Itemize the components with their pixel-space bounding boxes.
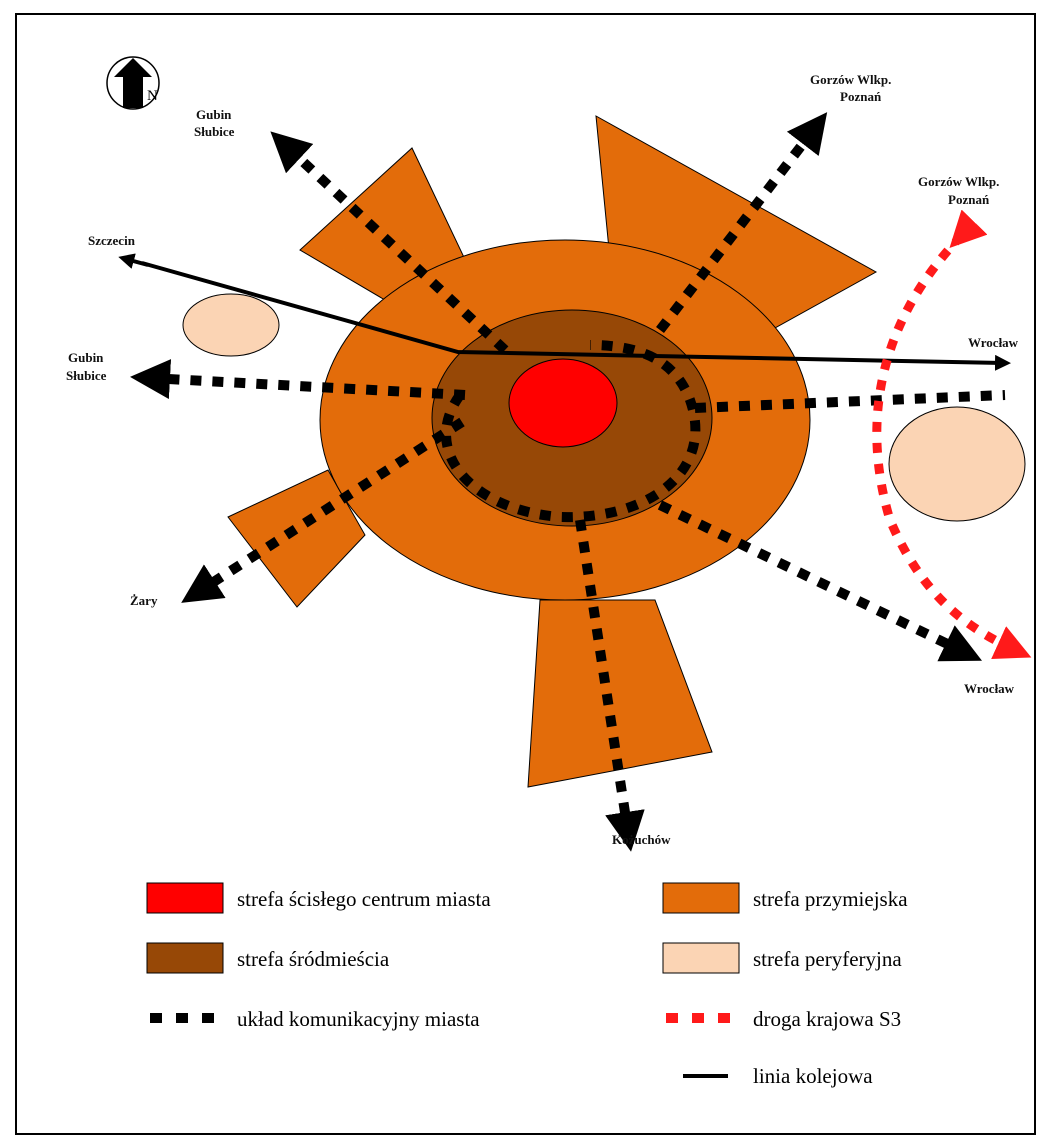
label-kozuchow: Kożuchów — [612, 832, 671, 847]
railway — [118, 253, 1011, 371]
label-gorzow-s3-1: Gorzów Wlkp. — [918, 174, 999, 189]
legend-swatch-suburban — [662, 882, 740, 914]
road-to-kozuchow — [575, 519, 645, 852]
road-network — [130, 112, 1006, 852]
north-arrow: N — [106, 56, 160, 110]
legend-label-s3: droga krajowa S3 — [753, 1007, 901, 1031]
peripheral-zone-west — [182, 293, 280, 357]
inner-ring-road — [441, 340, 701, 523]
label-wroclaw-s3: Wrocław — [964, 681, 1015, 696]
suburban-wedge-s — [527, 599, 713, 788]
label-gorzow-ne-2: Poznań — [840, 89, 882, 104]
national-road-s3 — [872, 209, 1032, 659]
road-to-wroclaw-se — [657, 500, 983, 662]
label-gubin-w-2: Słubice — [66, 368, 107, 383]
label-gorzow-ne-1: Gorzów Wlkp. — [810, 72, 891, 87]
road-to-gubin-nw — [270, 131, 509, 354]
legend-label-roads: układ komunikacyjny miasta — [237, 1007, 480, 1031]
road-to-wroclaw-e — [694, 390, 1006, 413]
label-gubin-nw-2: Słubice — [194, 124, 235, 139]
railway-line — [141, 261, 1011, 371]
legend-swatch-downtown — [146, 942, 224, 974]
label-gubin-w-1: Gubin — [68, 350, 104, 365]
legend-label-peripheral: strefa peryferyjna — [753, 947, 902, 971]
legend-label-downtown: strefa śródmieścia — [237, 947, 390, 971]
north-letter: N — [147, 88, 158, 104]
legend-label-railway: linia kolejowa — [753, 1064, 873, 1088]
label-wroclaw-rail: Wrocław — [968, 335, 1019, 350]
north-arrow-circle — [106, 56, 160, 110]
legend-swatch-center — [146, 882, 224, 914]
city-labels: Gubin Słubice Szczecin Gubin Słubice Żar… — [66, 72, 1019, 847]
road-to-zary — [181, 417, 465, 603]
label-zary: Żary — [130, 593, 158, 608]
north-arrow-icon — [114, 58, 152, 108]
legend-label-center: strefa ścisłego centrum miasta — [237, 887, 491, 911]
peripheral-zone-east — [888, 406, 1026, 522]
legend: strefa ścisłego centrum miasta strefa pr… — [146, 882, 908, 1088]
road-to-gubin-w — [130, 359, 466, 400]
label-gorzow-s3-2: Poznań — [948, 192, 990, 207]
legend-label-suburban: strefa przymiejska — [753, 887, 908, 911]
label-gubin-nw-1: Gubin — [196, 107, 232, 122]
legend-swatch-peripheral — [662, 942, 740, 974]
railway-arrow-szczecin — [118, 253, 149, 269]
label-szczecin: Szczecin — [88, 233, 136, 248]
city-center-zone — [508, 358, 618, 448]
